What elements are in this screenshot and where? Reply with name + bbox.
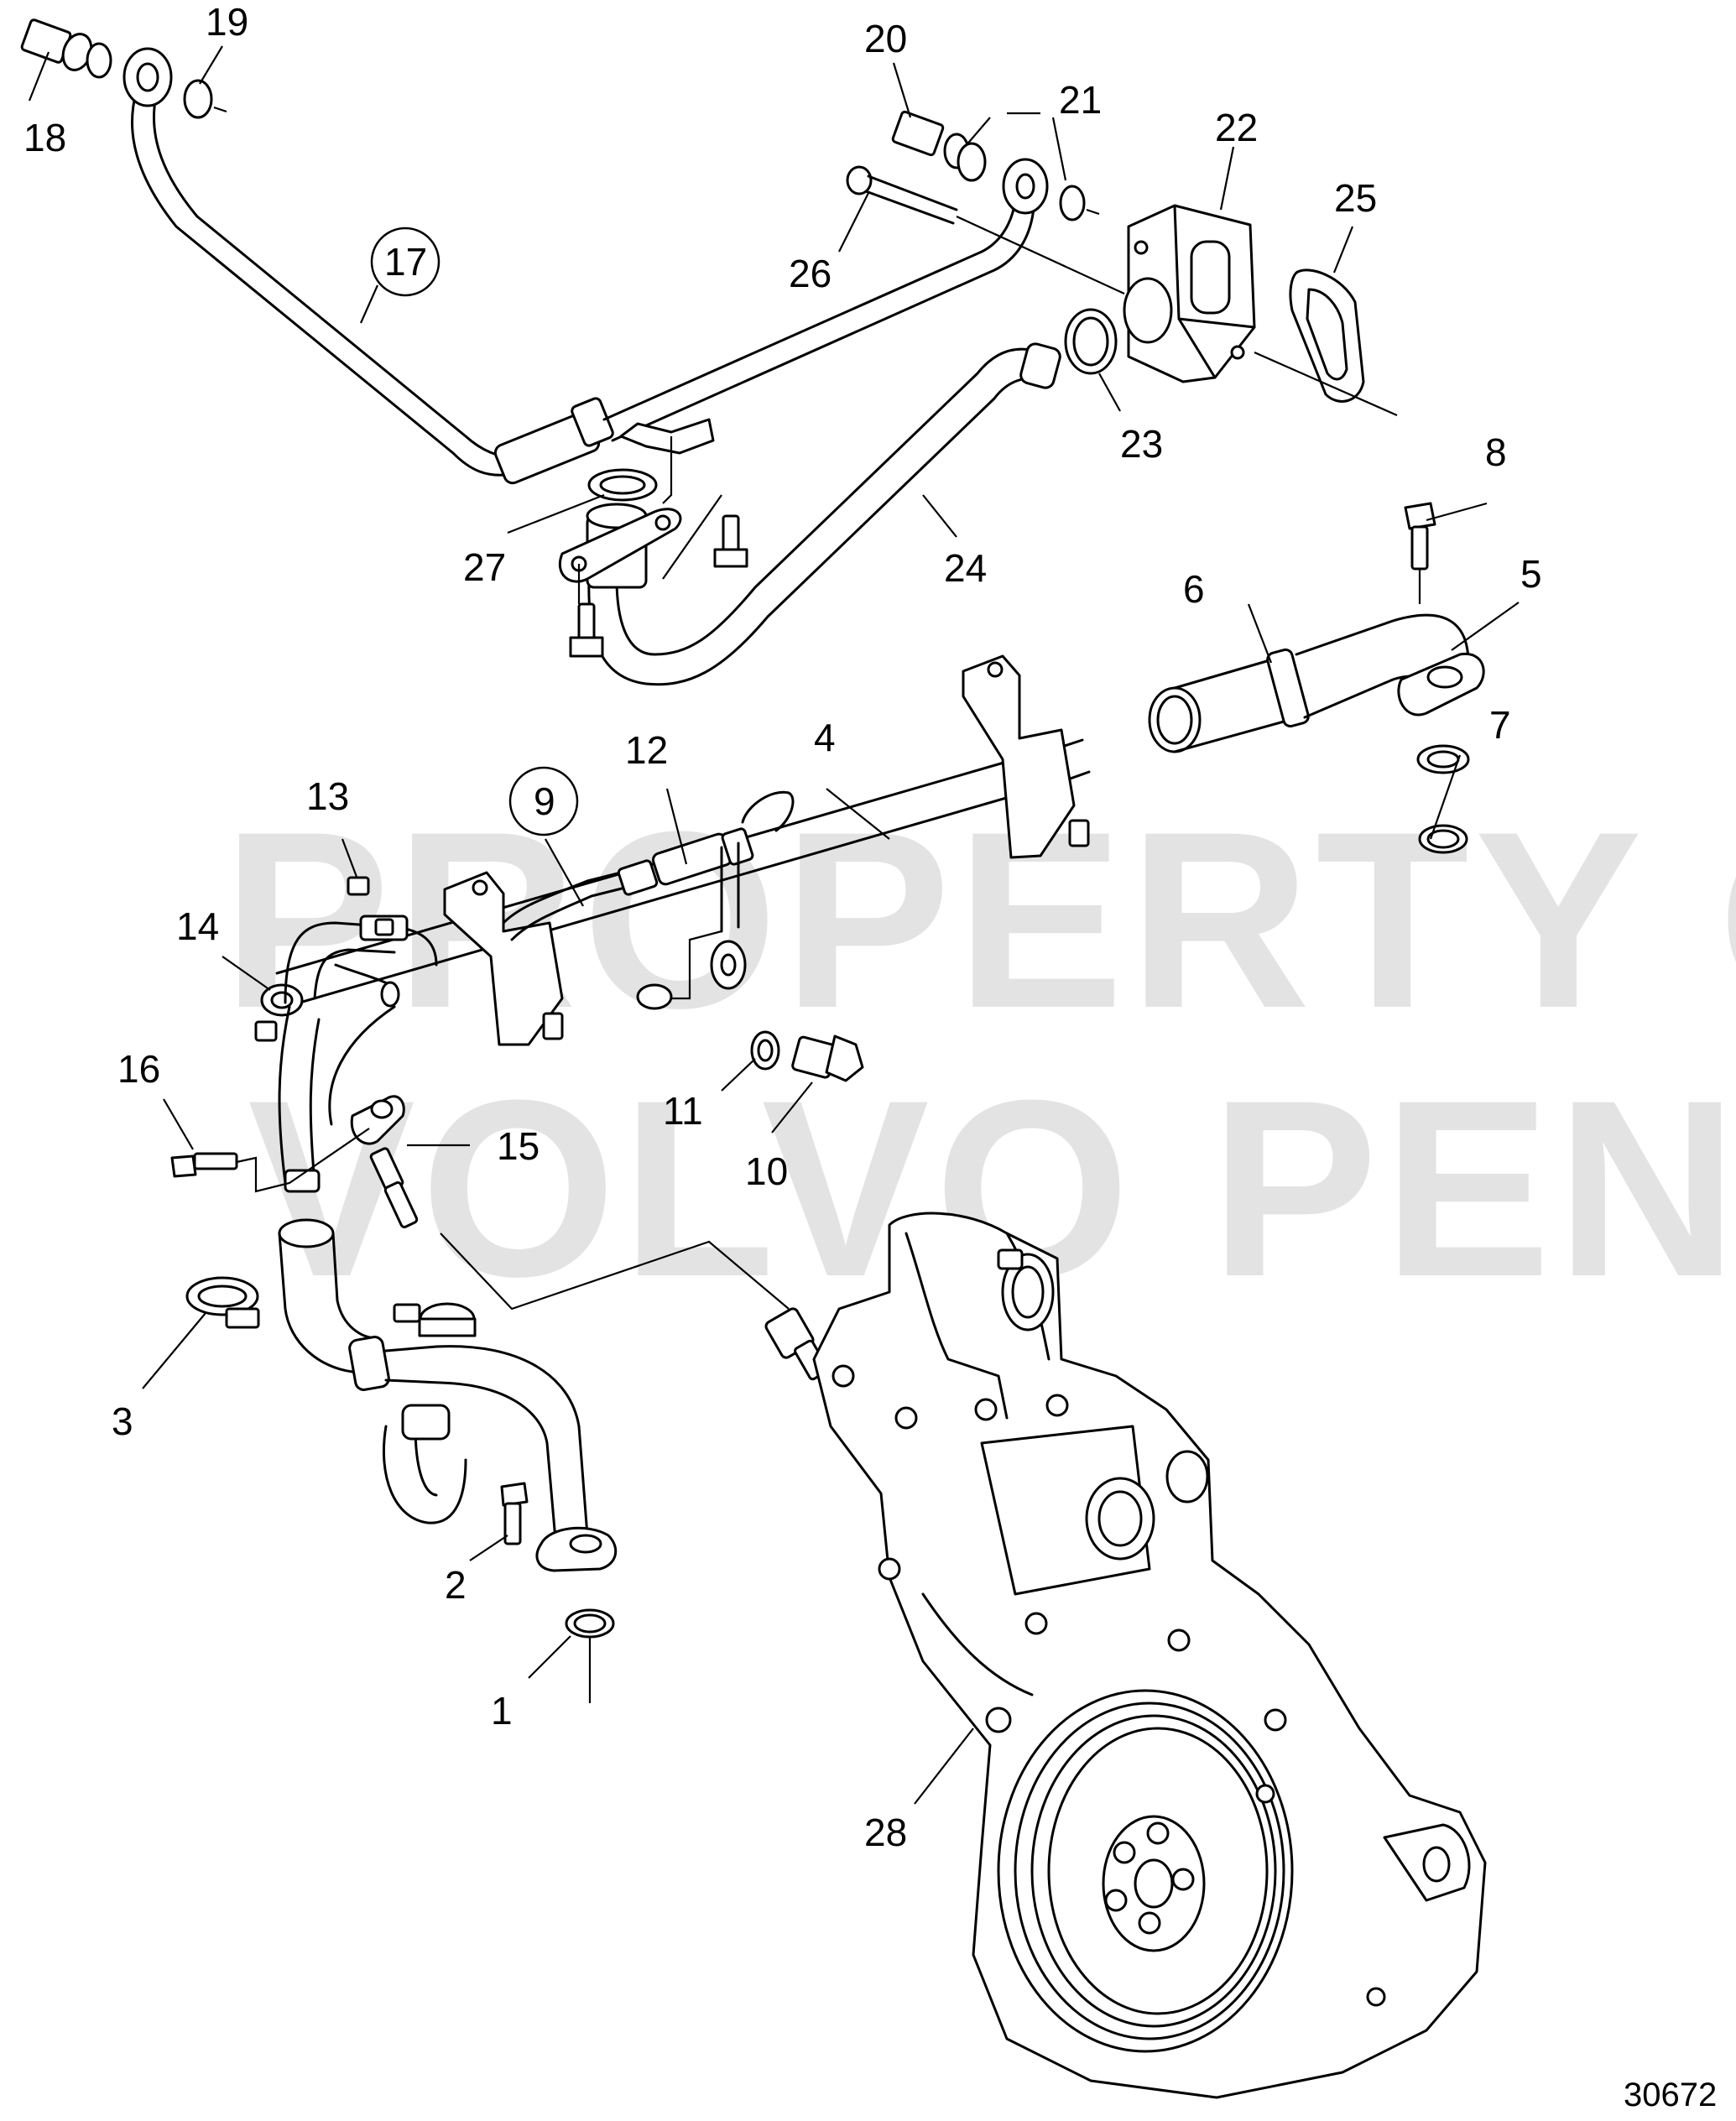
callout-9-circle: [508, 766, 579, 836]
pipe-sleeve-27: [493, 397, 614, 485]
washer-19b: [183, 79, 213, 119]
callout-7: 7: [1489, 703, 1511, 747]
callout-4: 4: [814, 716, 836, 759]
callout-18: 18: [23, 116, 66, 159]
pipe-17: [130, 99, 515, 477]
bolt-2: [500, 1482, 529, 1545]
bracket-left: [443, 871, 564, 1046]
flange-bolts: [569, 514, 748, 658]
pipe-left-bend: [284, 915, 438, 1008]
clip-14: [254, 983, 304, 1042]
callout-1: 1: [491, 1689, 513, 1733]
callout-11: 11: [663, 1089, 703, 1133]
callout-27: 27: [463, 545, 506, 589]
pipe-upper: [602, 200, 1017, 421]
figure-number: 30672: [1624, 2077, 1717, 2113]
callout-24: 24: [944, 546, 987, 590]
callout-15: 15: [497, 1124, 540, 1168]
gasket-25: [1254, 268, 1398, 417]
callout-5: 5: [1520, 552, 1542, 596]
callout-25: 25: [1334, 176, 1377, 220]
part-13: [347, 876, 370, 896]
callout-14: 14: [176, 904, 219, 948]
bolt-16: [170, 1128, 370, 1193]
callout-20: 20: [864, 17, 907, 60]
callout-28: 28: [864, 1811, 907, 1854]
callout-8: 8: [1485, 430, 1507, 474]
callout-labels: 18 19 20 21 22 25 26 17 23 24 27 8 5 6 7…: [23, 0, 1717, 2113]
bolt-26: [846, 165, 1125, 294]
elbow-pipe-5: [1295, 613, 1485, 774]
callout-17: 17: [384, 240, 427, 284]
callout-6: 6: [1183, 567, 1205, 611]
flange-27: [558, 468, 682, 604]
pipe-9: [502, 790, 795, 990]
watermark: PROPERTY OF VOLVO PENTA: [222, 779, 1736, 1329]
callout-3: 3: [112, 1399, 133, 1443]
banjo-bolt-18: [20, 18, 93, 71]
o-ring-1: [565, 1608, 615, 1703]
callout-13: 13: [306, 774, 349, 818]
leader-lines: [28, 45, 1520, 1805]
callout-17-circle: [370, 227, 441, 297]
water-pump-assembly-28: [812, 1212, 1487, 2099]
callout-12: 12: [625, 728, 668, 772]
clamp-3: [185, 1276, 260, 1329]
callout-16: 16: [117, 1047, 160, 1091]
bolt-8: [1404, 502, 1436, 604]
washer-19a: [86, 42, 112, 79]
clamp-lower: [393, 1302, 477, 1337]
pipe-clamp: [619, 418, 715, 455]
callout-23: 23: [1120, 422, 1163, 466]
hose-6: [1148, 648, 1310, 753]
callout-22: 22: [1215, 106, 1258, 149]
housing-22: [1123, 204, 1256, 383]
lower-hose: [278, 1218, 618, 1572]
callout-10: 10: [745, 1149, 788, 1193]
sensor-leader: [440, 1232, 790, 1311]
callout-21: 21: [1059, 78, 1102, 122]
callout-9: 9: [534, 779, 555, 823]
banjo-bolt-20: [891, 110, 1100, 221]
plug-10: [750, 1030, 864, 1082]
callout-26: 26: [789, 252, 832, 295]
bracket-right: [962, 654, 1090, 859]
callout-2: 2: [445, 1563, 467, 1607]
callout-19: 19: [206, 0, 248, 44]
washer-near-9: [636, 983, 673, 1010]
